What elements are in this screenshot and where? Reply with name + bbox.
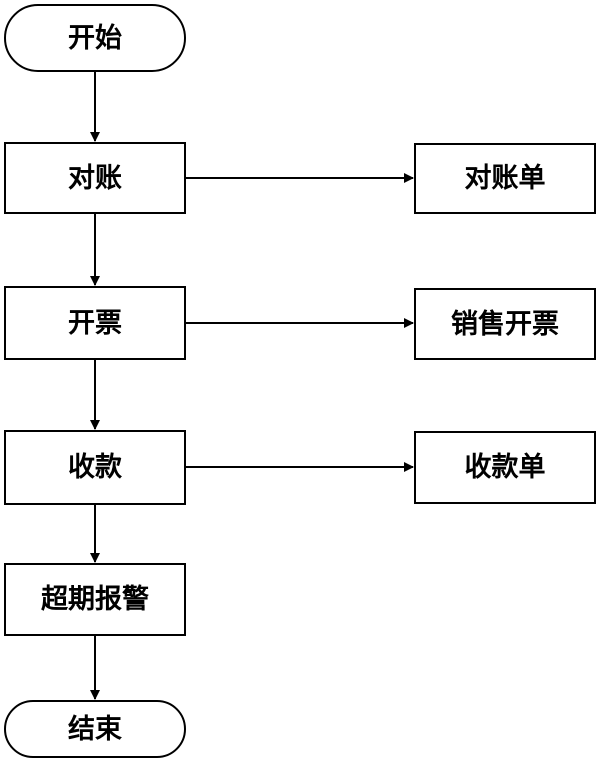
sales-invoice-label: 销售开票 xyxy=(451,308,559,340)
receipt-doc-label: 收款单 xyxy=(464,452,546,483)
reconcile-doc-label: 对账单 xyxy=(464,163,546,194)
invoice-step: 开票 xyxy=(4,286,186,360)
reconcile-step: 对账 xyxy=(4,142,186,214)
reconcile-label: 对账 xyxy=(68,162,122,194)
receipt-doc-output: 收款单 xyxy=(414,431,596,504)
start-node: 开始 xyxy=(4,4,186,72)
end-label: 结束 xyxy=(68,713,122,745)
overdue-alert-label: 超期报警 xyxy=(41,584,149,615)
collect-step: 收款 xyxy=(4,430,186,505)
collect-label: 收款 xyxy=(68,452,122,483)
overdue-alert-step: 超期报警 xyxy=(4,563,186,636)
reconcile-doc-output: 对账单 xyxy=(414,143,596,214)
sales-invoice-output: 销售开票 xyxy=(414,288,596,360)
start-label: 开始 xyxy=(68,22,122,54)
invoice-label: 开票 xyxy=(68,307,122,339)
end-node: 结束 xyxy=(4,700,186,758)
